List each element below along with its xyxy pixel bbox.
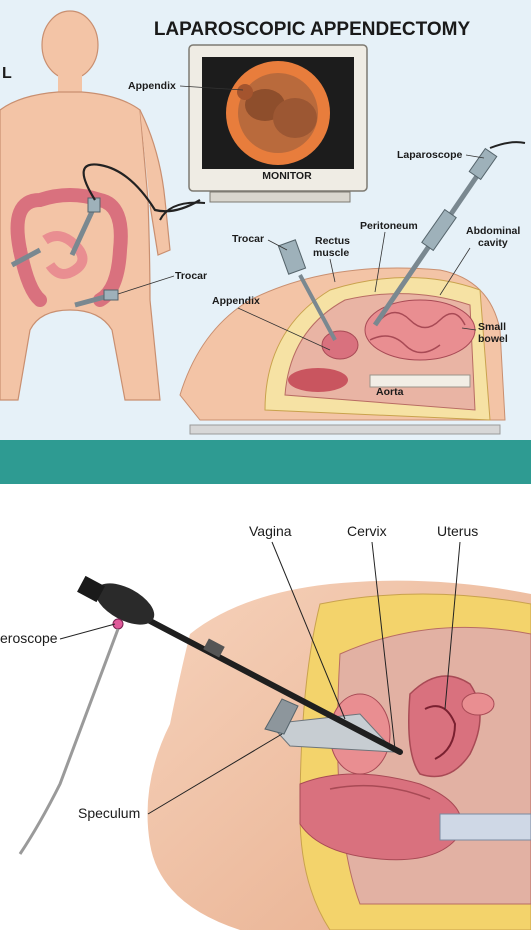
label-appendix-section: Appendix: [212, 295, 260, 307]
label-abdominal-cavity-2: cavity: [478, 237, 508, 249]
label-hysteroscope: eroscope: [0, 630, 58, 646]
label-peritoneum: Peritoneum: [360, 220, 418, 232]
label-rectus-muscle-1: Rectus: [315, 235, 350, 247]
monitor: [159, 44, 368, 221]
edge-letter-l: L: [2, 65, 12, 82]
label-small-bowel-1: Small: [478, 321, 506, 333]
abdominal-cross-section: [179, 141, 526, 435]
label-speculum: Speculum: [78, 805, 140, 821]
body-instruments: [10, 163, 201, 308]
monitor-label: MONITOR: [262, 170, 312, 182]
label-laparoscope: Laparoscope: [397, 149, 463, 161]
label-trocar-section: Trocar: [232, 233, 264, 245]
hysteroscope: [18, 575, 403, 855]
hysteroscopy-illustration: Vagina Cervix Uterus eroscope Speculum: [0, 484, 531, 930]
hysteroscopy-svg: Vagina Cervix Uterus eroscope Speculum: [0, 523, 531, 930]
laparoscopic-appendectomy-illustration: LAPAROSCOPIC APPENDECTOMY L e: [0, 0, 531, 440]
label-vagina: Vagina: [249, 523, 292, 539]
label-aorta: Aorta: [376, 386, 404, 398]
label-rectus-muscle-2: muscle: [313, 247, 349, 259]
label-abdominal-cavity-1: Abdominal: [466, 225, 520, 237]
label-trocar-body: Trocar: [175, 270, 207, 282]
label-appendix-monitor: Appendix: [128, 80, 176, 92]
section-divider: [0, 440, 531, 484]
label-uterus: Uterus: [437, 523, 478, 539]
diagram-title: LAPAROSCOPIC APPENDECTOMY: [154, 19, 471, 40]
pelvis-body: [147, 580, 531, 930]
appendectomy-svg: LAPAROSCOPIC APPENDECTOMY L e: [0, 10, 526, 435]
label-small-bowel-2: bowel: [478, 333, 508, 345]
label-cervix: Cervix: [347, 523, 387, 539]
